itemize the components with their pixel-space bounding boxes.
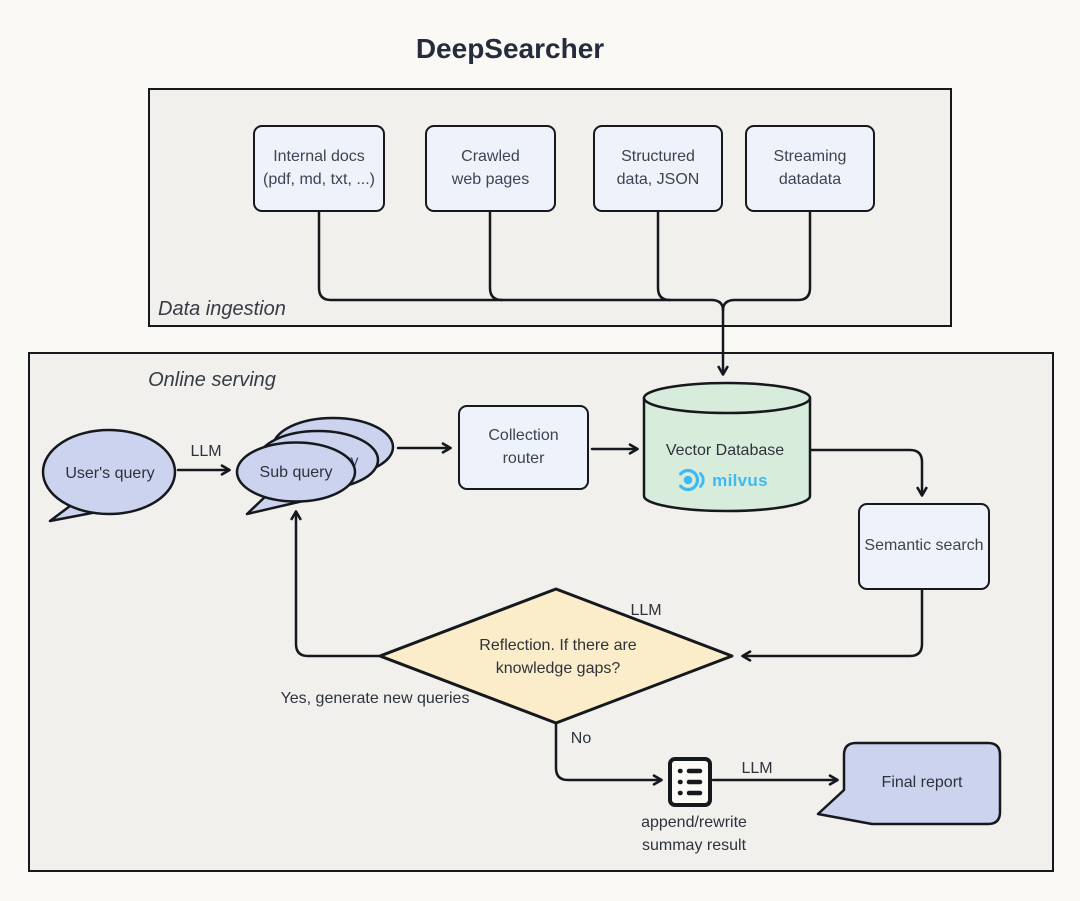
source-box-streaming-data: Streaming datadata	[745, 125, 875, 212]
llm-label-reflection: LLM	[630, 602, 662, 619]
online-serving-label: Online serving	[148, 369, 276, 391]
milvus-logo-text: milvus	[712, 471, 768, 490]
reflection-label: Reflection. If there are knowledge gaps?	[479, 637, 637, 677]
users-query-label: User's query	[65, 465, 155, 482]
source-box-label: Streaming datadata	[773, 147, 847, 188]
source-box-crawled-web-pages: Crawled web pages	[425, 125, 556, 212]
source-box-label: Structured data, JSON	[616, 147, 700, 188]
final-report-label: Final report	[881, 774, 963, 791]
semantic-search-node: Semantic search	[858, 503, 990, 590]
source-box-internal-docs: Internal docs (pdf, md, txt, ...)	[253, 125, 385, 212]
source-box-label: Internal docs (pdf, md, txt, ...)	[262, 147, 376, 188]
collection-router-label: Collection router	[488, 426, 559, 467]
semantic-search-label: Semantic search	[864, 537, 984, 555]
sub-query-label: Sub query	[259, 464, 333, 481]
vector-database-label: Vector Database	[665, 442, 785, 459]
collection-router-node: Collection router	[458, 405, 589, 490]
no-branch-label: No	[570, 730, 592, 747]
source-box-structured-data: Structured data, JSON	[593, 125, 723, 212]
llm-label-report: LLM	[741, 760, 773, 777]
summary-label: append/rewrite summay result	[641, 814, 747, 854]
yes-branch-label: Yes, generate new queries	[280, 690, 470, 707]
source-box-label: Crawled web pages	[451, 147, 530, 188]
diagram-title: DeepSearcher	[415, 33, 605, 64]
data-ingestion-label: Data ingestion	[158, 298, 286, 320]
llm-label-subquery: LLM	[190, 443, 222, 460]
